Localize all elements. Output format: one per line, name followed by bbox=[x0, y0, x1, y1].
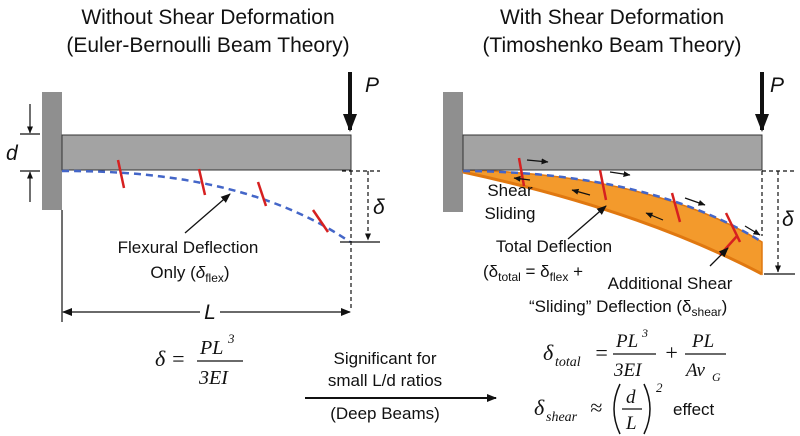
depth-label: d bbox=[6, 142, 19, 165]
svg-text:d: d bbox=[626, 387, 636, 408]
total-deflection-pointer bbox=[567, 205, 607, 240]
svg-text:PL: PL bbox=[199, 337, 223, 359]
svg-text:G: G bbox=[712, 370, 721, 384]
sliding-arrow bbox=[744, 225, 761, 236]
section-mark bbox=[311, 209, 330, 233]
svg-text:PL: PL bbox=[691, 331, 714, 352]
section-mark bbox=[598, 169, 608, 201]
right-panel: With Shear Deformation (Timoshenko Beam … bbox=[443, 6, 795, 435]
svg-text:=: = bbox=[594, 340, 609, 365]
svg-text:3: 3 bbox=[641, 326, 648, 340]
section-mark bbox=[724, 212, 742, 243]
total-deflection-formula: δ total = PL 3 3EI + PL Av G bbox=[543, 326, 726, 384]
left-load-label: P bbox=[365, 74, 379, 97]
svg-text:2: 2 bbox=[656, 380, 663, 395]
svg-text:δ: δ bbox=[543, 340, 554, 365]
right-deflection-label: δ bbox=[782, 208, 794, 231]
note-line-1: Significant for bbox=[334, 349, 437, 368]
right-beam bbox=[462, 134, 763, 171]
flexural-label-line-1: Flexural Deflection bbox=[118, 238, 259, 257]
left-title-line-1: Without Shear Deformation bbox=[81, 6, 334, 29]
section-mark bbox=[256, 181, 268, 207]
total-deflection-line-1: Total Deflection bbox=[496, 237, 612, 256]
additional-shear-line-1: Additional Shear bbox=[608, 274, 733, 293]
svg-text:3: 3 bbox=[227, 331, 235, 346]
right-title-line-2: (Timoshenko Beam Theory) bbox=[482, 34, 741, 57]
shear-sliding-line-1: Shear bbox=[487, 181, 533, 200]
shear-deflection-formula: δ shear ≈ d L 2 effect bbox=[534, 380, 715, 435]
right-title-line-1: With Shear Deformation bbox=[500, 6, 724, 29]
additional-shear-pointer bbox=[709, 247, 729, 267]
left-fixed-support bbox=[42, 92, 62, 210]
sliding-arrow bbox=[526, 158, 549, 165]
left-panel: Without Shear Deformation (Euler-Bernoul… bbox=[6, 6, 385, 389]
svg-text:total: total bbox=[555, 355, 581, 370]
total-deflection-line-2: (δtotal = δflex + bbox=[483, 262, 583, 284]
total-deflection-curve bbox=[462, 170, 763, 276]
sliding-arrow bbox=[571, 188, 591, 196]
sliding-arrow bbox=[684, 197, 706, 206]
svg-text:3EI: 3EI bbox=[198, 367, 229, 389]
left-beam bbox=[61, 134, 352, 171]
svg-text:L: L bbox=[625, 413, 637, 434]
note-line-2: small L/d ratios bbox=[328, 371, 442, 390]
length-label: L bbox=[204, 301, 216, 324]
middle-note: Significant for small L/d ratios (Deep B… bbox=[305, 349, 497, 423]
svg-text:shear: shear bbox=[546, 410, 578, 425]
shear-sliding-line-2: Sliding bbox=[484, 204, 535, 223]
flexural-label-line-2: Only (δflex) bbox=[150, 263, 229, 285]
section-mark bbox=[670, 192, 682, 223]
flexural-deflection-curve bbox=[61, 169, 351, 244]
note-line-3: (Deep Beams) bbox=[330, 404, 440, 423]
additional-shear-line-2: “Sliding” Deflection (δshear) bbox=[529, 297, 727, 319]
left-deflection-formula: δ = PL 3 3EI bbox=[155, 331, 243, 389]
svg-text:≈: ≈ bbox=[590, 395, 602, 420]
section-mark bbox=[116, 159, 126, 189]
right-load-label: P bbox=[770, 74, 784, 97]
svg-text:PL: PL bbox=[615, 331, 638, 352]
left-title-line-2: (Euler-Bernoulli Beam Theory) bbox=[66, 34, 349, 57]
svg-text:effect: effect bbox=[673, 400, 715, 419]
sliding-arrow bbox=[513, 175, 531, 182]
sliding-arrow bbox=[609, 171, 631, 178]
svg-text:+: + bbox=[664, 340, 679, 365]
svg-text:δ =: δ = bbox=[155, 346, 186, 371]
flexural-pointer-arrow bbox=[184, 193, 231, 234]
sliding-arrow bbox=[645, 212, 664, 221]
section-mark bbox=[197, 168, 207, 196]
svg-text:3EI: 3EI bbox=[613, 360, 643, 381]
right-fixed-support bbox=[443, 92, 463, 212]
left-deflection-label: δ bbox=[373, 196, 385, 219]
section-mark bbox=[517, 157, 526, 187]
svg-text:δ: δ bbox=[534, 395, 545, 420]
svg-text:Av: Av bbox=[684, 360, 706, 381]
